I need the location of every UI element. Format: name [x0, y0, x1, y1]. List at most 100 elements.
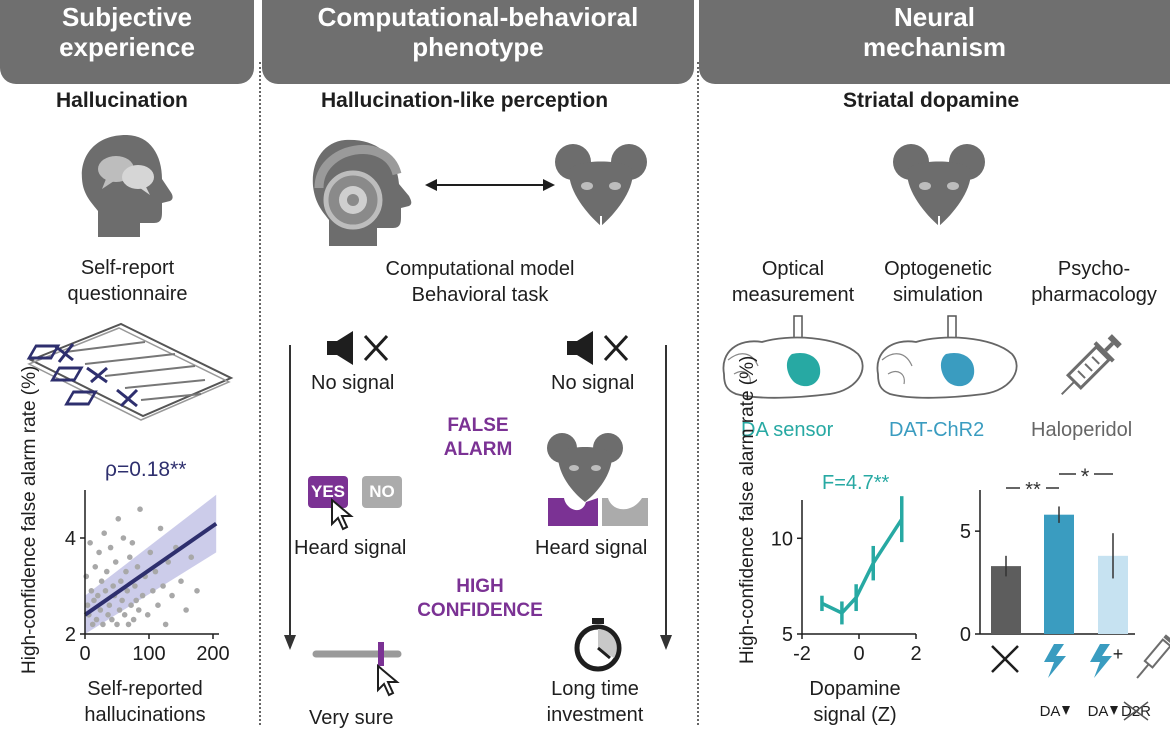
scatter-ylabel: High-confidence false alarm rate (%) — [19, 366, 41, 674]
task-label: Behavioral task — [411, 284, 549, 306]
header-neural-line2: mechanism — [862, 32, 1007, 62]
small-syringe-plunger — [1163, 634, 1170, 646]
scatter-point — [139, 592, 146, 599]
no-signal-left: No signal — [311, 372, 395, 394]
scatter-point — [106, 602, 113, 608]
scatter-point — [121, 612, 128, 618]
model-task-label: Computational model Behavioral task — [350, 256, 610, 308]
scatter-point — [125, 621, 132, 628]
scatter-point — [102, 588, 109, 594]
scatter-point — [178, 578, 184, 584]
model-label: Computational model — [385, 258, 575, 280]
scatter-point — [88, 588, 95, 594]
very-sure-label: Very sure — [309, 707, 394, 729]
scatter-point — [103, 568, 110, 575]
opto-line2: simulation — [892, 284, 984, 306]
subtitle-hallucination: Hallucination — [56, 89, 188, 112]
scatter-point — [124, 588, 131, 594]
scatter-point — [120, 535, 127, 541]
mouse-head-icon-right — [893, 144, 985, 226]
scatter-fit-line — [83, 521, 218, 617]
scatter-point — [155, 602, 161, 608]
scatter-point — [150, 588, 156, 594]
line-x-tick-label: 2 — [910, 643, 921, 665]
scatter-x-tick-label: 200 — [196, 643, 229, 665]
long-time-line1: Long time — [551, 678, 639, 700]
header-subjective-line2: experience — [59, 32, 195, 62]
header-computational: Computational-behavioral phenotype — [262, 0, 694, 84]
optical-line2: measurement — [731, 284, 855, 306]
line-series — [821, 518, 904, 616]
scatter-point — [109, 616, 115, 623]
line-y-tick-label: 5 — [782, 624, 793, 646]
long-time-line2: investment — [546, 704, 644, 726]
syringe-icon — [1061, 334, 1122, 395]
f-annotation: F=4.7** — [822, 472, 890, 494]
divider-left — [259, 62, 261, 725]
subtitle-striatal-dopamine: Striatal dopamine — [843, 89, 1020, 112]
brain-sensor-icon — [722, 315, 864, 399]
scatter-confidence-band — [85, 494, 217, 634]
sig-label-b: * — [1081, 464, 1090, 489]
no-button[interactable]: NO — [362, 476, 402, 508]
header-computational-line2: phenotype — [412, 32, 544, 62]
scatter-point — [152, 568, 159, 575]
self-report-label: Self-report questionnaire — [40, 255, 215, 307]
scatter-point — [133, 597, 139, 604]
lightning-icon — [1044, 644, 1066, 678]
headphones-head-icon — [312, 139, 412, 246]
self-report-line1: Self-report — [80, 257, 175, 279]
line-ylabel-text: High-confidence false alarm rate (%) — [737, 355, 758, 664]
bar — [1044, 514, 1074, 634]
line-y-tick-label: 10 — [771, 528, 793, 550]
double-arrow-icon — [425, 179, 555, 191]
scatter-point — [118, 578, 124, 584]
up-arrow-icon — [1062, 706, 1070, 715]
scatter-point — [183, 607, 189, 613]
scatter-x-tick-label: 0 — [79, 643, 90, 665]
scatter-point — [147, 549, 154, 556]
up-arrow-icon-2 — [1110, 706, 1118, 715]
opto-line1: Optogenetic — [884, 258, 992, 280]
high-confidence-line1: HIGH — [456, 576, 504, 597]
bar-cat-label-da: DA — [1040, 703, 1061, 720]
haloperidol-label: Haloperidol — [1031, 419, 1133, 441]
psycho-label: Psycho- pharmacology — [1018, 256, 1170, 308]
bar-y-tick-label: 0 — [960, 624, 971, 646]
subtitle-hallucination-like: Hallucination-like perception — [321, 89, 609, 112]
line-xlabel-text: Dopamine signal (Z) — [809, 678, 901, 726]
optical-label: Optical measurement — [718, 256, 868, 308]
optical-line1: Optical — [761, 258, 825, 280]
yes-button[interactable]: YES — [308, 476, 348, 508]
divider-right — [697, 62, 699, 725]
scatter-point — [98, 578, 105, 584]
scatter-point — [93, 616, 100, 623]
line-xlabel: Dopamine signal (Z) — [790, 676, 920, 728]
head-thought-icon — [81, 135, 173, 237]
scatter-point — [84, 602, 91, 608]
scatter-xlabel: Self-reported hallucinations — [60, 676, 230, 728]
opto-label: Optogenetic simulation — [868, 256, 1008, 308]
false-alarm-label: FALSE ALARM — [428, 414, 528, 462]
long-time-label: Long time investment — [530, 676, 660, 728]
line-ylabel: High-confidence false alarm rate (%) — [737, 356, 759, 664]
scatter-point — [91, 597, 97, 604]
scatter-point — [95, 592, 101, 599]
heard-signal-right: Heard signal — [535, 537, 648, 559]
scatter-point — [114, 621, 120, 628]
sig-label-a: ** — [1025, 479, 1041, 501]
scatter-point — [127, 554, 133, 560]
bar-cat-label-da-2: DA — [1088, 703, 1109, 720]
scatter-point — [97, 607, 104, 613]
psycho-line2: pharmacology — [1031, 284, 1157, 306]
small-syringe-barrel — [1143, 638, 1170, 669]
scatter-point — [129, 540, 136, 546]
scatter-x-tick-label: 100 — [132, 643, 165, 665]
scatter-point — [169, 592, 175, 599]
questionnaire-icon — [26, 322, 234, 421]
scatter-y-tick-label: 2 — [65, 624, 76, 646]
scatter-point — [144, 612, 151, 618]
rho-annotation: ρ=0.18** — [105, 458, 187, 481]
